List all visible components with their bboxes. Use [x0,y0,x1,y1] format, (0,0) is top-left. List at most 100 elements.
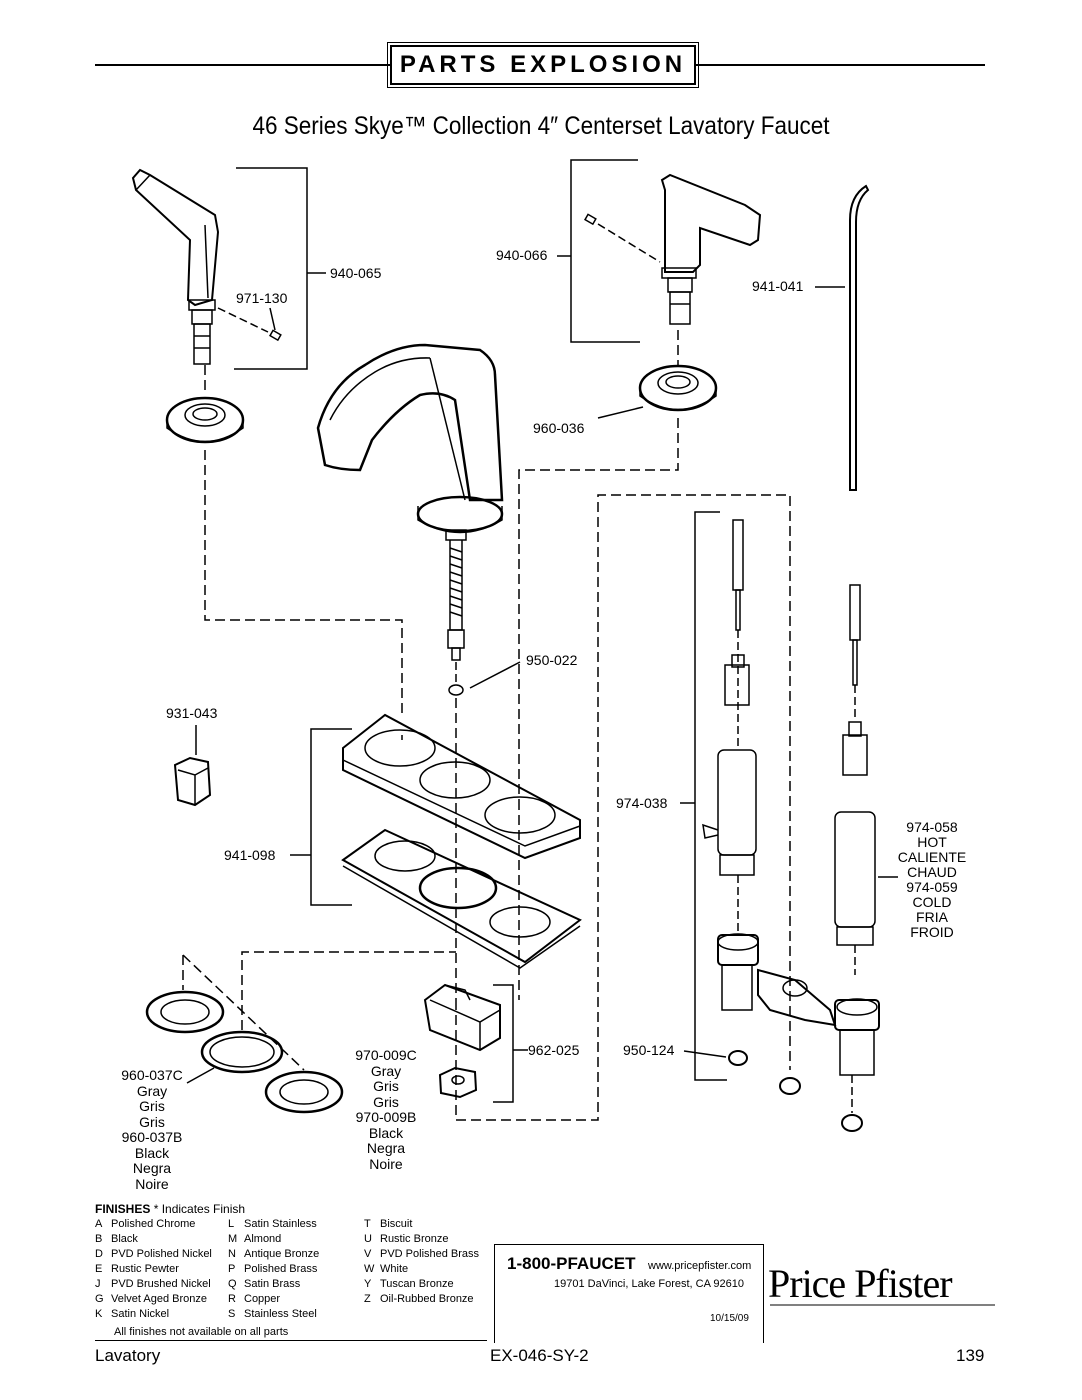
label-line: Gris [139,1113,165,1130]
address: 19701 DaVinci, Lake Forest, CA 92610 [554,1278,744,1290]
finish-name: Polished Chrome [111,1218,196,1230]
finish-code: R [228,1293,236,1305]
finish-item: P Polished Brass [228,1262,319,1277]
finish-code: B [95,1233,103,1245]
finishes-column-1: A Polished Chrome B Black D PVD Polished Ni… [95,1217,212,1322]
contact-box [494,1244,764,1343]
finish-name: PVD Polished Brass [380,1248,480,1260]
finishes-heading: FINISHES * Indicates Finish [95,1202,245,1217]
valve-cartridge-974-038-drawing [702,519,757,876]
hex-nut-931-drawing [173,756,212,807]
website: www.pricepfister.com [648,1260,752,1272]
finish-name: Polished Brass [244,1263,318,1275]
part-label-970-009-block: 970-009C Gray Gris Gris 970-009B Black N… [350,1047,422,1172]
label-line: Gray [136,1082,168,1099]
part-label-950-124: 950-124 [623,1042,675,1058]
part-label-960-036: 960-036 [533,420,585,436]
label-line: HOT [917,834,947,850]
finish-code: D [95,1248,103,1260]
label-line: Gris [139,1098,165,1114]
part-label-931-043: 931-043 [166,705,218,721]
part-label-960-037-block: 960-037C Gray Gris Gris 960-037B Black N… [116,1067,188,1192]
finish-item: A Polished Chrome [95,1217,212,1232]
label-line: 960-037B [121,1129,183,1145]
page-title: 46 Series Skye™ Collection 4″ Centerset … [252,112,830,140]
valve-body-drawing [717,933,880,1076]
label-line: Negra [132,1160,172,1176]
label-line: Gris [373,1078,399,1094]
part-label-941-041: 941-041 [752,278,804,294]
finish-name: PVD Brushed Nickel [111,1278,211,1290]
finish-code: T [364,1218,371,1230]
label-line: Gris [373,1093,399,1110]
finish-code: Z [364,1293,371,1305]
valve-cartridge-974-058-drawing [834,584,876,946]
finish-name: White [380,1263,409,1275]
part-label-940-065: 940-065 [330,265,382,281]
finish-code: U [364,1233,372,1245]
footer-doc-code: EX-046-SY-2 [490,1346,589,1365]
finish-item: E Rustic Pewter [95,1262,212,1277]
bracket-962-drawing [423,983,501,1052]
finish-item: B Black [95,1232,212,1247]
finish-code: K [95,1308,103,1320]
finish-name: Copper [244,1293,281,1305]
label-line: 974-058 [906,819,958,835]
label-line: FROID [910,924,954,940]
part-label-974-038: 974-038 [616,795,668,811]
right-handle-drawing [660,173,762,325]
label-line: Noire [369,1155,403,1172]
finish-item: J PVD Brushed Nickel [95,1277,212,1292]
finish-name: Rustic Pewter [111,1263,179,1275]
hex-nut-970-drawing [438,1066,478,1099]
finish-code: J [95,1278,101,1290]
label-line: Black [134,1144,170,1161]
label-line: Gray [370,1062,402,1079]
label-line: 970-009C [355,1047,417,1063]
left-handle-drawing [131,168,220,365]
finish-name: Black [111,1233,138,1245]
finish-item: R Copper [228,1292,319,1307]
label-line: CALIENTE [897,849,967,865]
finishes-column-3: T Biscuit U Rustic Bronze V PVD Polished Br… [364,1217,479,1307]
finish-name: Stainless Steel [244,1308,317,1320]
spout-drawing [316,343,504,661]
part-label-962-025: 962-025 [528,1042,580,1058]
parts-explosion-banner: PARTS EXPLOSION [387,42,699,88]
finish-name: Biscuit [380,1218,413,1230]
finish-code: V [364,1248,372,1260]
finish-code: P [228,1263,236,1275]
finish-name: Satin Brass [244,1278,301,1290]
footer-section: Lavatory [95,1346,161,1365]
drain-rings-drawing [145,990,344,1114]
label-line: Noire [135,1175,169,1192]
phone-number: 1-800-PFAUCET [507,1254,636,1273]
finishes-note: * Indicates Finish [153,1202,246,1216]
finish-code: A [95,1218,103,1230]
finish-code: E [95,1263,103,1275]
label-line: 960-037C [121,1067,183,1083]
label-line: Negra [366,1140,406,1156]
part-label-940-066: 940-066 [496,247,548,263]
revision-date: 10/15/09 [710,1313,749,1324]
right-escutcheon-drawing [638,364,718,412]
finish-name: Antique Bronze [244,1248,320,1260]
label-line: 974-059 [906,879,958,895]
label-line: FRIA [916,909,948,925]
finish-name: PVD Polished Nickel [111,1248,212,1260]
price-pfister-logo: Price Pfister [768,1261,953,1306]
finish-name: Rustic Bronze [380,1233,449,1245]
finish-code: Y [364,1278,372,1290]
finishes-rule [95,1340,487,1341]
